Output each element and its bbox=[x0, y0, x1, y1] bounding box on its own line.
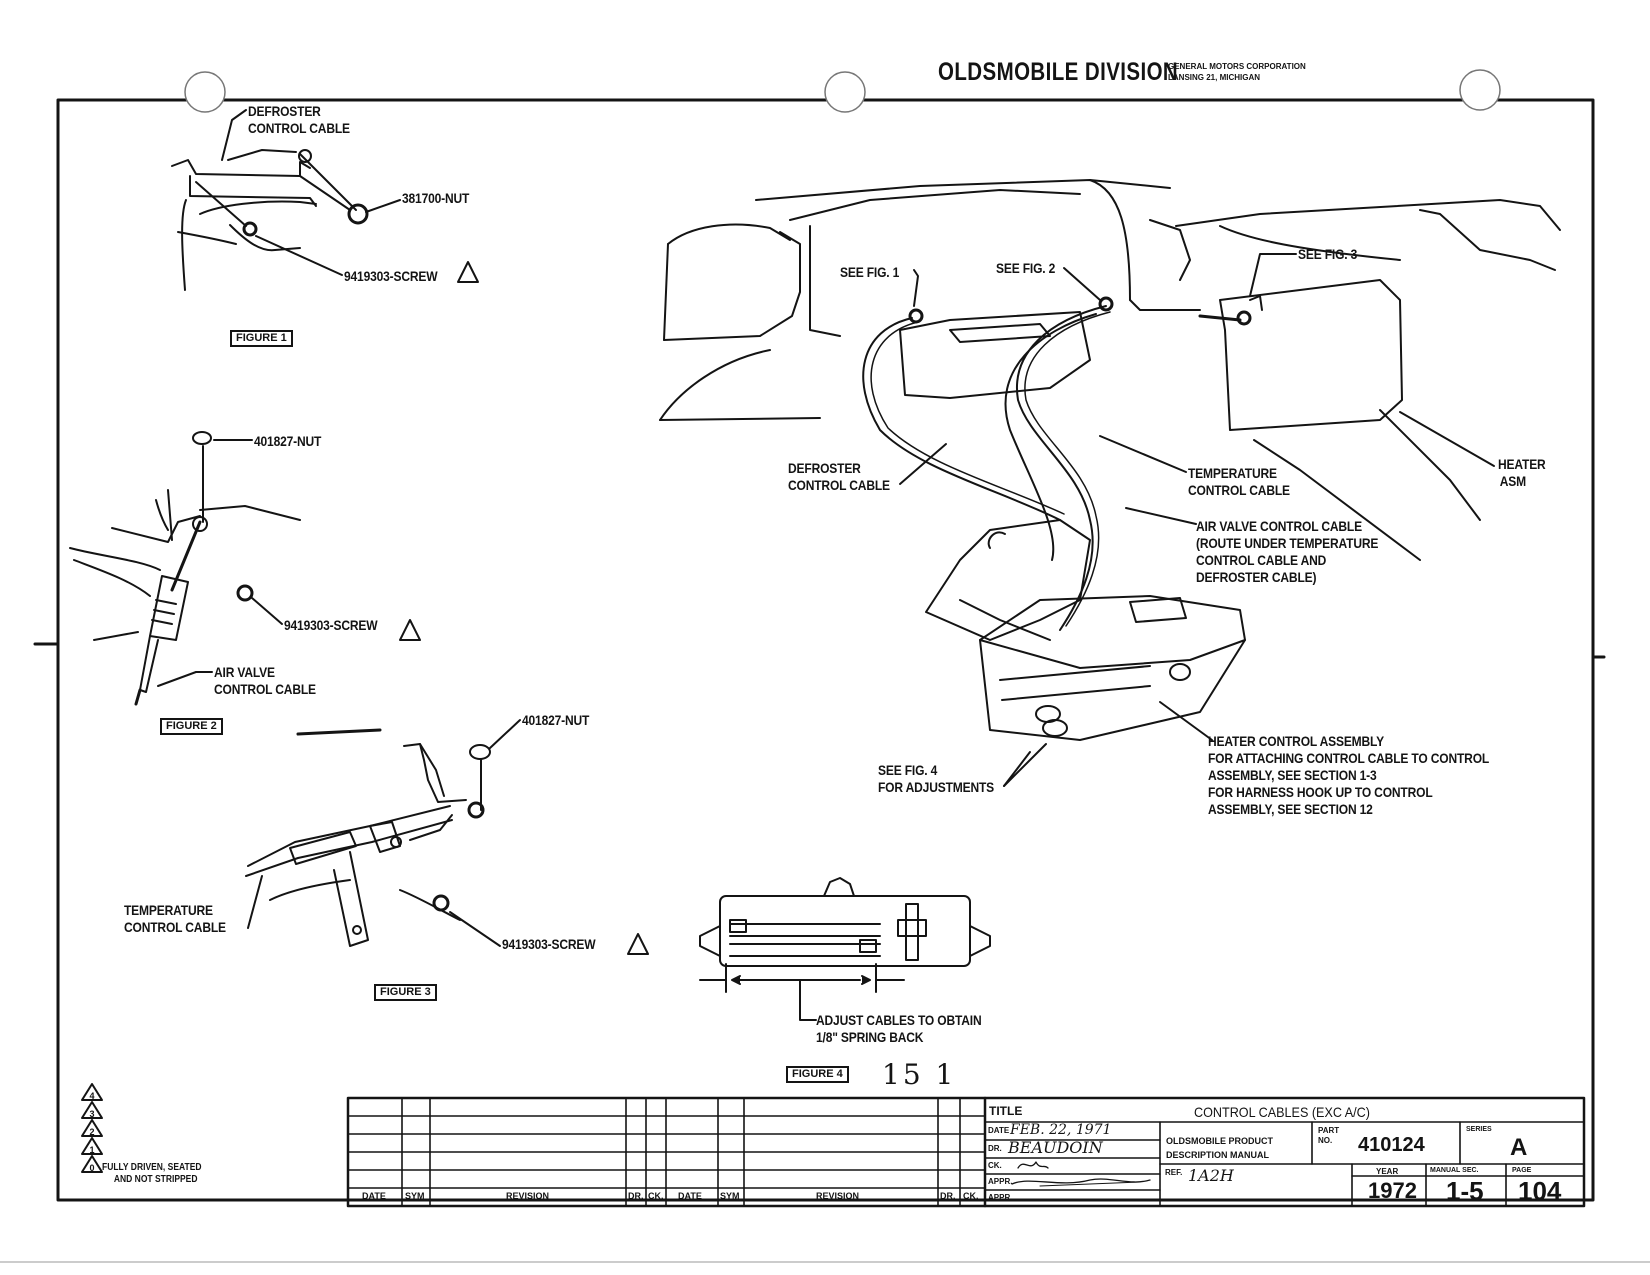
legend-note: FULLY DRIVEN, SEATED AND NOT STRIPPED bbox=[102, 1162, 202, 1185]
figure3-art bbox=[245, 719, 521, 947]
fig4-adjust-note: ADJUST CABLES TO OBTAIN 1/8" SPRING BACK bbox=[816, 1012, 982, 1045]
drawing-title: CONTROL CABLES (EXC A/C) bbox=[1194, 1104, 1370, 1120]
figure1-art bbox=[171, 109, 401, 291]
series-label: SERIES bbox=[1466, 1126, 1492, 1133]
main-view-art bbox=[659, 179, 1561, 787]
rev-col-date-right: DATE bbox=[678, 1191, 702, 1201]
main-defroster-cable-label: DEFROSTER CONTROL CABLE bbox=[788, 460, 890, 493]
page-number: 15 1 bbox=[882, 1058, 957, 1091]
page-label: PAGE bbox=[1512, 1167, 1532, 1174]
figure4-caption: FIGURE 4 bbox=[786, 1066, 849, 1083]
rev-col-sym-left: SYM bbox=[405, 1191, 425, 1201]
manual-name: OLDSMOBILE PRODUCT DESCRIPTION MANUAL bbox=[1166, 1136, 1273, 1160]
see-fig2-label: SEE FIG. 2 bbox=[996, 260, 1056, 276]
rev-col-date-left: DATE bbox=[362, 1191, 386, 1201]
figure1-caption: FIGURE 1 bbox=[230, 330, 293, 347]
binder-hole-right bbox=[1459, 69, 1501, 111]
heater-control-assembly-label: HEATER CONTROL ASSEMBLY FOR ATTACHING CO… bbox=[1208, 733, 1490, 817]
part-no-value: 410124 bbox=[1358, 1134, 1425, 1156]
fig2-air-valve-cable-label: AIR VALVE CONTROL CABLE bbox=[214, 664, 316, 697]
fig1-defroster-cable-label: DEFROSTER CONTROL CABLE bbox=[248, 103, 350, 136]
rev-col-ck-right: CK. bbox=[963, 1191, 979, 1201]
figure3-caption: FIGURE 3 bbox=[374, 984, 437, 1001]
fig3-temperature-cable-label: TEMPERATURE CONTROL CABLE bbox=[124, 902, 226, 935]
year-label: YEAR bbox=[1376, 1167, 1399, 1176]
figure2-caption: FIGURE 2 bbox=[160, 718, 223, 735]
see-fig1-label: SEE FIG. 1 bbox=[840, 264, 900, 280]
legend-triangles bbox=[81, 1083, 103, 1173]
manual-sec-value: 1-5 bbox=[1446, 1176, 1484, 1206]
appr-label-2: APPR. bbox=[988, 1193, 1013, 1202]
date-label: DATE bbox=[988, 1126, 1010, 1135]
fig3-screw-label: 9419303-SCREW bbox=[502, 936, 596, 952]
sheet-border bbox=[56, 98, 1595, 1202]
ref-value: 1A2H bbox=[1188, 1166, 1234, 1185]
fig2-screw-label: 9419303-SCREW bbox=[284, 617, 378, 633]
year-value: 1972 bbox=[1368, 1178, 1417, 1203]
drawn-by-value: BEAUDOIN bbox=[1008, 1138, 1103, 1157]
date-value: FEB. 22, 1971 bbox=[1010, 1122, 1112, 1138]
page-value: 104 bbox=[1518, 1176, 1562, 1206]
see-fig3-label: SEE FIG. 3 bbox=[1298, 246, 1358, 262]
rev-col-dr-right: DR. bbox=[940, 1191, 956, 1201]
rev-col-dr-left: DR. bbox=[628, 1191, 644, 1201]
fig2-nut-label: 401827-NUT bbox=[254, 433, 322, 449]
see-fig4-label: SEE FIG. 4 FOR ADJUSTMENTS bbox=[878, 762, 995, 795]
fig1-nut-label: 381700-NUT bbox=[402, 190, 470, 206]
title-label: TITLE bbox=[989, 1104, 1023, 1118]
heater-asm-label: HEATER ASM bbox=[1498, 456, 1546, 489]
division-title: OLDSMOBILE DIVISION bbox=[938, 58, 1179, 86]
figure2-art bbox=[69, 431, 301, 706]
rev-col-revision-left: REVISION bbox=[506, 1191, 550, 1201]
ref-label: REF. bbox=[1165, 1168, 1183, 1177]
appr-label-1: APPR. bbox=[988, 1177, 1013, 1186]
air-valve-cable-label: AIR VALVE CONTROL CABLE (ROUTE UNDER TEM… bbox=[1196, 518, 1379, 585]
manual-sec-label: MANUAL SEC. bbox=[1430, 1167, 1479, 1174]
main-temperature-cable-label: TEMPERATURE CONTROL CABLE bbox=[1188, 465, 1290, 498]
fig3-nut-label: 401827-NUT bbox=[522, 712, 590, 728]
figure4-art bbox=[699, 877, 991, 1021]
corporation-info: GENERAL MOTORS CORPORATION LANSING 21, M… bbox=[1168, 62, 1306, 82]
rev-col-sym-right: SYM bbox=[720, 1191, 740, 1201]
part-no-label: PART NO. bbox=[1318, 1126, 1340, 1145]
rev-col-revision-right: REVISION bbox=[816, 1191, 860, 1201]
fig1-screw-label: 9419303-SCREW bbox=[344, 268, 438, 284]
rev-col-ck-left: CK. bbox=[648, 1191, 664, 1201]
dr-label: DR. bbox=[988, 1144, 1002, 1153]
binder-hole-left bbox=[184, 71, 226, 113]
title-block-grid bbox=[346, 1096, 1586, 1208]
legend-symbol-list: 4 3 2 1 0 bbox=[89, 1091, 95, 1173]
series-value: A bbox=[1510, 1134, 1528, 1161]
binder-hole-center bbox=[824, 71, 866, 113]
ck-label: CK. bbox=[988, 1161, 1002, 1170]
